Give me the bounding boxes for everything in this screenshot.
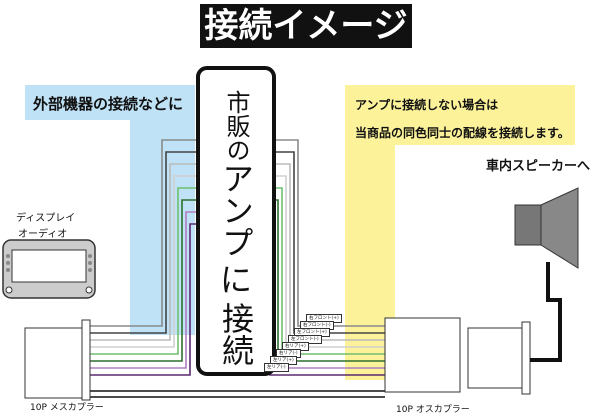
external-device-note: 外部機器の接続などに bbox=[33, 95, 184, 113]
speaker-cable bbox=[530, 262, 562, 362]
display-label-1: ディスプレイ bbox=[16, 213, 76, 224]
amp-box bbox=[196, 66, 276, 376]
amp-label: 市販の アンプ に 接続 bbox=[200, 90, 272, 366]
page-title: 接続イメージ bbox=[200, 4, 412, 48]
display-label-2: オーディオ bbox=[18, 229, 68, 240]
right-coupler-body bbox=[467, 327, 523, 389]
amp-label-line: アンプ bbox=[217, 162, 255, 258]
bypass-note-line-2: 当商品の同色同士の配線を接続します。 bbox=[355, 126, 570, 140]
left-coupler-flange bbox=[81, 319, 91, 401]
left-coupler-body bbox=[24, 327, 83, 399]
display-audio-icon bbox=[2, 239, 96, 299]
right-coupler-flange bbox=[521, 321, 531, 395]
amp-label-line: に bbox=[219, 261, 252, 299]
speaker-icon bbox=[514, 187, 579, 269]
amp-label-line: 市販の bbox=[222, 90, 250, 162]
speaker-label: 車内スピーカーへ bbox=[486, 159, 591, 174]
wire-label: 左リア(-) bbox=[264, 363, 289, 372]
amp-label-line: 接続 bbox=[217, 302, 255, 366]
right-coupler-label: 10P オスカプラー bbox=[396, 405, 470, 414]
right-coupler-female bbox=[384, 317, 461, 393]
left-coupler-label: 10P メスカプラー bbox=[30, 403, 104, 413]
bypass-note-line-1: アンプに接続しない場合は bbox=[355, 98, 499, 112]
